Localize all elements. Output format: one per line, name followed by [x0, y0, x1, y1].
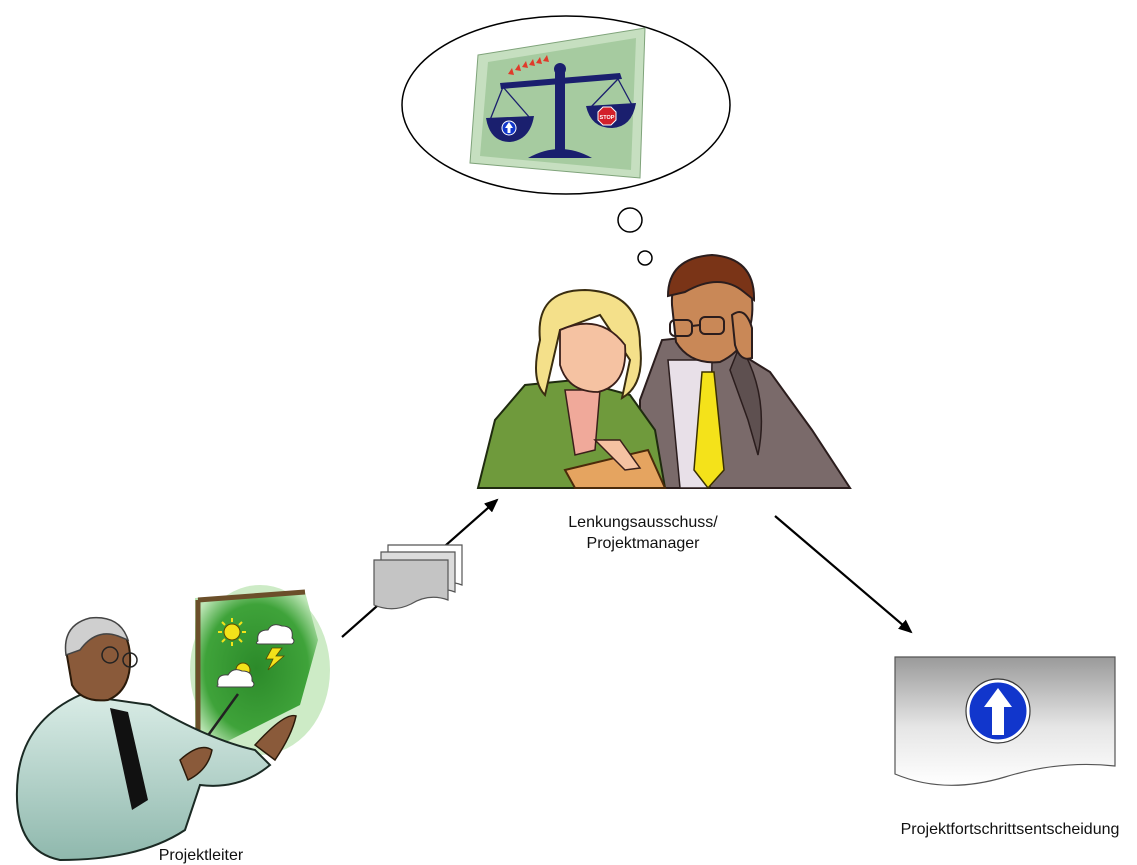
label-steering-committee-line2: Projektmanager: [587, 535, 701, 552]
thought-dot-large: [617, 207, 643, 233]
thought-bubble: STOP: [401, 15, 731, 266]
document-stack-icon: [373, 544, 463, 610]
label-decision: Projektfortschrittsentscheidung: [901, 821, 1120, 838]
label-project-lead: Projektleiter: [159, 847, 244, 864]
steering-committee-illustration: [476, 253, 852, 490]
lightning-icon: [265, 647, 286, 671]
svg-text:STOP: STOP: [600, 115, 615, 121]
thought-dot-small: [637, 250, 653, 266]
balance-scale-icon: STOP: [469, 27, 646, 179]
cloud-icon: [255, 624, 295, 645]
label-steering-committee-line1: Lenkungsausschuss/: [568, 514, 718, 531]
decision-document: [894, 656, 1116, 786]
arrow-to-decision: [774, 515, 913, 634]
cloud-icon: [216, 669, 255, 688]
stop-sign-icon: [597, 106, 617, 126]
sun-icon: [218, 618, 246, 646]
up-arrow-sign-icon: [965, 678, 1031, 744]
project-lead-illustration: [16, 585, 330, 862]
